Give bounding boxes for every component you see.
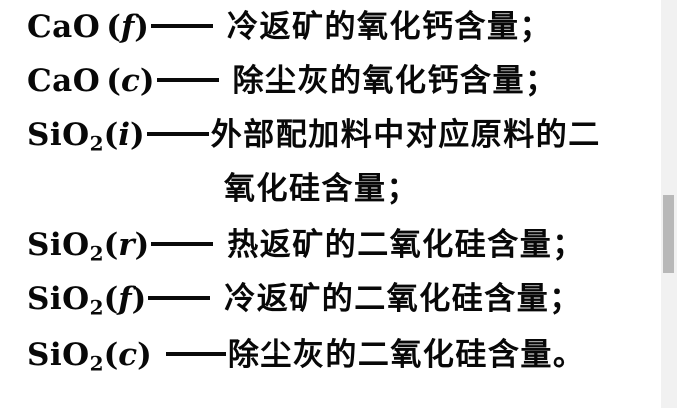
legend-entry-cao-c: CaO(c) 除尘灰的氧化钙含量； [27,66,558,97]
definition-text: 冷返矿的二氧化硅含量； [224,281,582,317]
em-dash-connector [165,351,226,356]
em-dash-connector [148,295,211,300]
paren-open: ( [103,227,119,263]
paren-close: ) [137,337,152,373]
symbol-subscript: 2 [89,241,104,266]
symbol-sio2-r: SiO2(r) [27,227,150,266]
em-dash-connector [150,23,213,28]
paren-open: ( [106,63,121,99]
paren-close: ) [130,117,145,153]
vertical-scrollbar[interactable] [660,0,677,408]
symbol-variable: c [118,337,138,373]
paren-open: ( [103,117,119,153]
symbol-base: SiO [27,117,90,153]
legend-entry-sio2-c: SiO2(c) 除尘灰的二氧化硅含量。 [27,340,585,374]
symbol-subscript: 2 [89,351,104,376]
paren-open: ( [103,281,119,317]
scanned-text-region: CaO(f)冷返矿的氧化钙含量； CaO(c)除尘灰的氧化钙含量； SiO2(i… [27,12,601,374]
symbol-variable: c [120,63,140,99]
scrollbar-thumb[interactable] [663,195,674,273]
legend-entry-cao-f: CaO(f) 冷返矿的氧化钙含量； [27,12,552,43]
paren-close: ) [131,281,147,317]
paren-open: ( [103,337,119,373]
symbol-variable: f [118,281,132,317]
symbol-base: CaO [27,63,101,99]
symbol-subscript: 2 [89,131,104,156]
definition-text: 热返矿的二氧化硅含量； [227,227,585,263]
symbol-variable: f [120,9,135,45]
symbol-base: SiO [27,337,90,373]
paren-close: ) [139,63,155,99]
definition-text: 外部配加料中对应原料的二 [210,117,601,153]
paren-close: ) [134,9,149,45]
symbol-cao-c: CaO(c) [27,63,155,99]
paren-open: ( [106,9,121,45]
em-dash-connector [146,131,209,136]
legend-entry-sio2-r: SiO2(r) 热返矿的二氧化硅含量； [27,230,585,264]
em-dash-connector [156,77,219,82]
em-dash-connector [151,241,214,246]
symbol-variable: i [118,117,131,153]
legend-entry-sio2-i-continuation: 氧化硅含量； [224,174,419,205]
symbol-sio2-f: SiO2(f) [27,281,147,320]
symbol-sio2-i: SiO2(i) [27,117,145,156]
paren-close: ) [134,227,150,263]
symbol-base: SiO [27,227,90,263]
symbol-variable: r [118,227,135,263]
definition-text: 冷返矿的氧化钙含量； [226,9,552,45]
definition-continuation-text: 氧化硅含量； [224,171,419,207]
definition-text: 除尘灰的氧化钙含量； [232,63,558,99]
definition-text: 除尘灰的二氧化硅含量。 [227,337,586,373]
symbol-base: CaO [27,9,101,45]
symbol-sio2-c: SiO2(c) [27,337,152,376]
legend-entry-sio2-i: SiO2(i) 外部配加料中对应原料的二 [27,120,601,154]
symbol-cao-f: CaO(f) [27,9,149,45]
symbol-base: SiO [27,281,90,317]
symbol-subscript: 2 [89,295,104,320]
legend-entry-sio2-f: SiO2(f) 冷返矿的二氧化硅含量； [27,284,582,318]
page-right-edge [658,0,660,408]
